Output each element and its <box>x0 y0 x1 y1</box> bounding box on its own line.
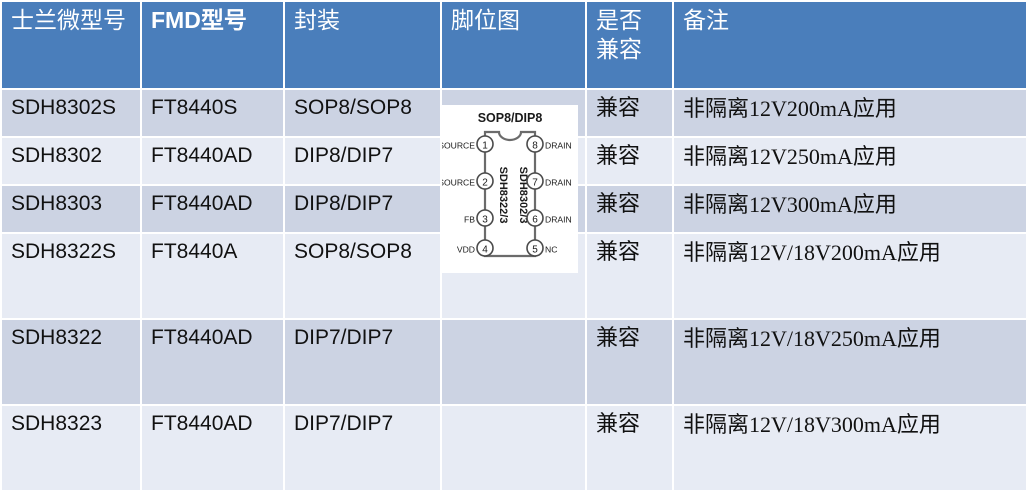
table-row: SDH8302S FT8440S SOP8/SOP8 兼容 非隔离12V200m… <box>0 88 1026 138</box>
pin-label-8: DRAIN <box>545 141 572 151</box>
cell-silan-model: SDH8322 <box>0 318 142 406</box>
pin-circle-5 <box>526 239 544 257</box>
pin-label-5: NC <box>545 245 557 255</box>
pin-circle-3 <box>476 209 494 227</box>
column-header-compatible: 是否兼容 <box>585 0 674 90</box>
pin-label-4: VDD <box>457 245 475 255</box>
table-row: SDH8302 FT8440AD DIP8/DIP7 兼容 非隔离12V250m… <box>0 136 1026 186</box>
body-label-right: SDH8302/3 <box>517 167 529 224</box>
pin-circle-4 <box>476 239 494 257</box>
cell-compatible: 兼容 <box>585 404 674 492</box>
pin-label-3: FB <box>464 215 475 225</box>
cell-fmd-model: FT8440S <box>140 88 285 138</box>
table-row: SDH8322S FT8440A SOP8/SOP8 兼容 非隔离12V/18V… <box>0 232 1026 320</box>
cell-package: SOP8/SOP8 <box>283 232 442 320</box>
cell-silan-model: SDH8322S <box>0 232 142 320</box>
cell-pinout <box>440 318 587 406</box>
cell-package: SOP8/SOP8 <box>283 88 442 138</box>
package-body-outline <box>483 130 537 258</box>
pin-number-4: 4 <box>482 245 488 256</box>
pin-label-7: DRAIN <box>545 178 572 188</box>
table-row: SDH8323 FT8440AD DIP7/DIP7 兼容 非隔离12V/18V… <box>0 404 1026 492</box>
cell-compatible: 兼容 <box>585 318 674 406</box>
cell-fmd-model: FT8440AD <box>140 318 285 406</box>
cell-silan-model: SDH8323 <box>0 404 142 492</box>
cell-note: 非隔离12V/18V200mA应用 <box>672 232 1026 320</box>
table-body: SDH8302S FT8440S SOP8/SOP8 兼容 非隔离12V200m… <box>0 88 1026 492</box>
cell-silan-model: SDH8303 <box>0 184 142 234</box>
pin-circle-6 <box>526 209 544 227</box>
column-header-silan-model: 士兰微型号 <box>0 0 142 90</box>
cell-compatible: 兼容 <box>585 184 674 234</box>
cell-package: DIP8/DIP7 <box>283 136 442 186</box>
column-header-note: 备注 <box>672 0 1026 90</box>
cell-silan-model: SDH8302S <box>0 88 142 138</box>
pinout-diagram-svg: SOP8/DIP8 SDH8322/3 SDH8302/3 1 SOURCE 2… <box>442 111 572 258</box>
cell-fmd-model: FT8440AD <box>140 136 285 186</box>
cell-note: 非隔离12V200mA应用 <box>672 88 1026 138</box>
pin-number-6: 6 <box>532 215 538 226</box>
column-header-package: 封装 <box>283 0 442 90</box>
column-header-fmd-model: FMD型号 <box>140 0 285 90</box>
pin-number-3: 3 <box>482 215 488 226</box>
pin-number-5: 5 <box>532 245 538 256</box>
pin-label-1: SOURCE <box>442 141 475 151</box>
table-header-row: 士兰微型号 FMD型号 封装 脚位图 是否兼容 备注 <box>0 0 1026 90</box>
column-header-pinout: 脚位图 <box>440 0 587 90</box>
cell-silan-model: SDH8302 <box>0 136 142 186</box>
cell-note: 非隔离12V250mA应用 <box>672 136 1026 186</box>
body-label-left: SDH8322/3 <box>497 167 509 224</box>
pin-number-1: 1 <box>482 141 488 152</box>
pin-number-2: 2 <box>482 178 488 189</box>
cell-compatible: 兼容 <box>585 136 674 186</box>
cell-note: 非隔离12V/18V300mA应用 <box>672 404 1026 492</box>
cell-compatible: 兼容 <box>585 88 674 138</box>
cell-fmd-model: FT8440AD <box>140 184 285 234</box>
pin-label-6: DRAIN <box>545 215 572 225</box>
pinout-diagram-image: SOP8/DIP8 SDH8322/3 SDH8302/3 1 SOURCE 2… <box>442 105 578 273</box>
pinout-title: SOP8/DIP8 <box>478 111 543 125</box>
pin-circle-1 <box>476 135 494 153</box>
cell-package: DIP7/DIP7 <box>283 318 442 406</box>
cell-compatible: 兼容 <box>585 232 674 320</box>
cell-fmd-model: FT8440AD <box>140 404 285 492</box>
cell-package: DIP7/DIP7 <box>283 404 442 492</box>
cell-package: DIP8/DIP7 <box>283 184 442 234</box>
cell-note: 非隔离12V300mA应用 <box>672 184 1026 234</box>
table-row: SDH8322 FT8440AD DIP7/DIP7 兼容 非隔离12V/18V… <box>0 318 1026 406</box>
table-row: SDH8303 FT8440AD DIP8/DIP7 兼容 非隔离12V300m… <box>0 184 1026 234</box>
pin-circle-8 <box>526 135 544 153</box>
cell-note: 非隔离12V/18V250mA应用 <box>672 318 1026 406</box>
cell-pinout <box>440 404 587 492</box>
pin-circle-7 <box>526 172 544 190</box>
pin-number-8: 8 <box>532 141 538 152</box>
pin-number-7: 7 <box>532 178 538 189</box>
table-header: 士兰微型号 FMD型号 封装 脚位图 是否兼容 备注 <box>0 0 1026 90</box>
pin-circle-2 <box>476 172 494 190</box>
cell-fmd-model: FT8440A <box>140 232 285 320</box>
pin-label-2: SOURCE <box>442 178 475 188</box>
